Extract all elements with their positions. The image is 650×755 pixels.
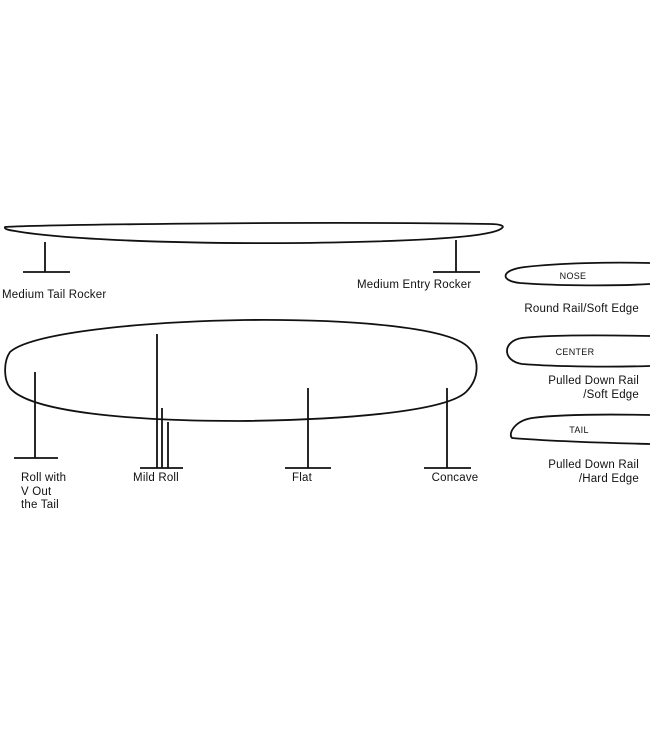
rail-center-label: Pulled Down Rail /Soft Edge: [548, 375, 639, 402]
rail-tail-line-2: /Hard Edge: [578, 472, 639, 485]
rail-nose-label: Round Rail/Soft Edge: [524, 303, 639, 316]
roll-v-line-1: Roll with: [21, 472, 67, 484]
flat-label: Flat: [292, 472, 312, 484]
rail-tail-label: Pulled Down Rail /Hard Edge: [548, 459, 639, 486]
rail-tag-nose: NOSE: [560, 271, 587, 281]
rail-section-center: [506, 334, 650, 368]
roll-v-line-3: the Tail: [21, 499, 59, 511]
rail-tag-tail: TAIL: [569, 425, 589, 435]
roll-v-line-2: V Out: [21, 485, 52, 498]
rail-section-nose: [504, 261, 650, 287]
mild-roll-label: Mild Roll: [133, 472, 179, 484]
concave-label: Concave: [431, 472, 479, 484]
rail-section-tail: [510, 413, 650, 445]
roll-v-label: Roll with V Out the Tail: [21, 472, 66, 513]
rail-nose-line-1: Round Rail/Soft Edge: [524, 303, 639, 315]
rocker-profile-outline: [3, 222, 504, 245]
entry-rocker-label: Medium Entry Rocker: [357, 279, 472, 291]
board-bottom-outline: [4, 319, 478, 422]
rail-tag-center: CENTER: [556, 347, 595, 357]
rail-center-line-1: Pulled Down Rail: [548, 375, 639, 387]
rail-center-line-2: /Soft Edge: [583, 388, 639, 401]
tail-rocker-label: Medium Tail Rocker: [2, 289, 107, 301]
rail-tail-line-1: Pulled Down Rail: [548, 459, 639, 471]
